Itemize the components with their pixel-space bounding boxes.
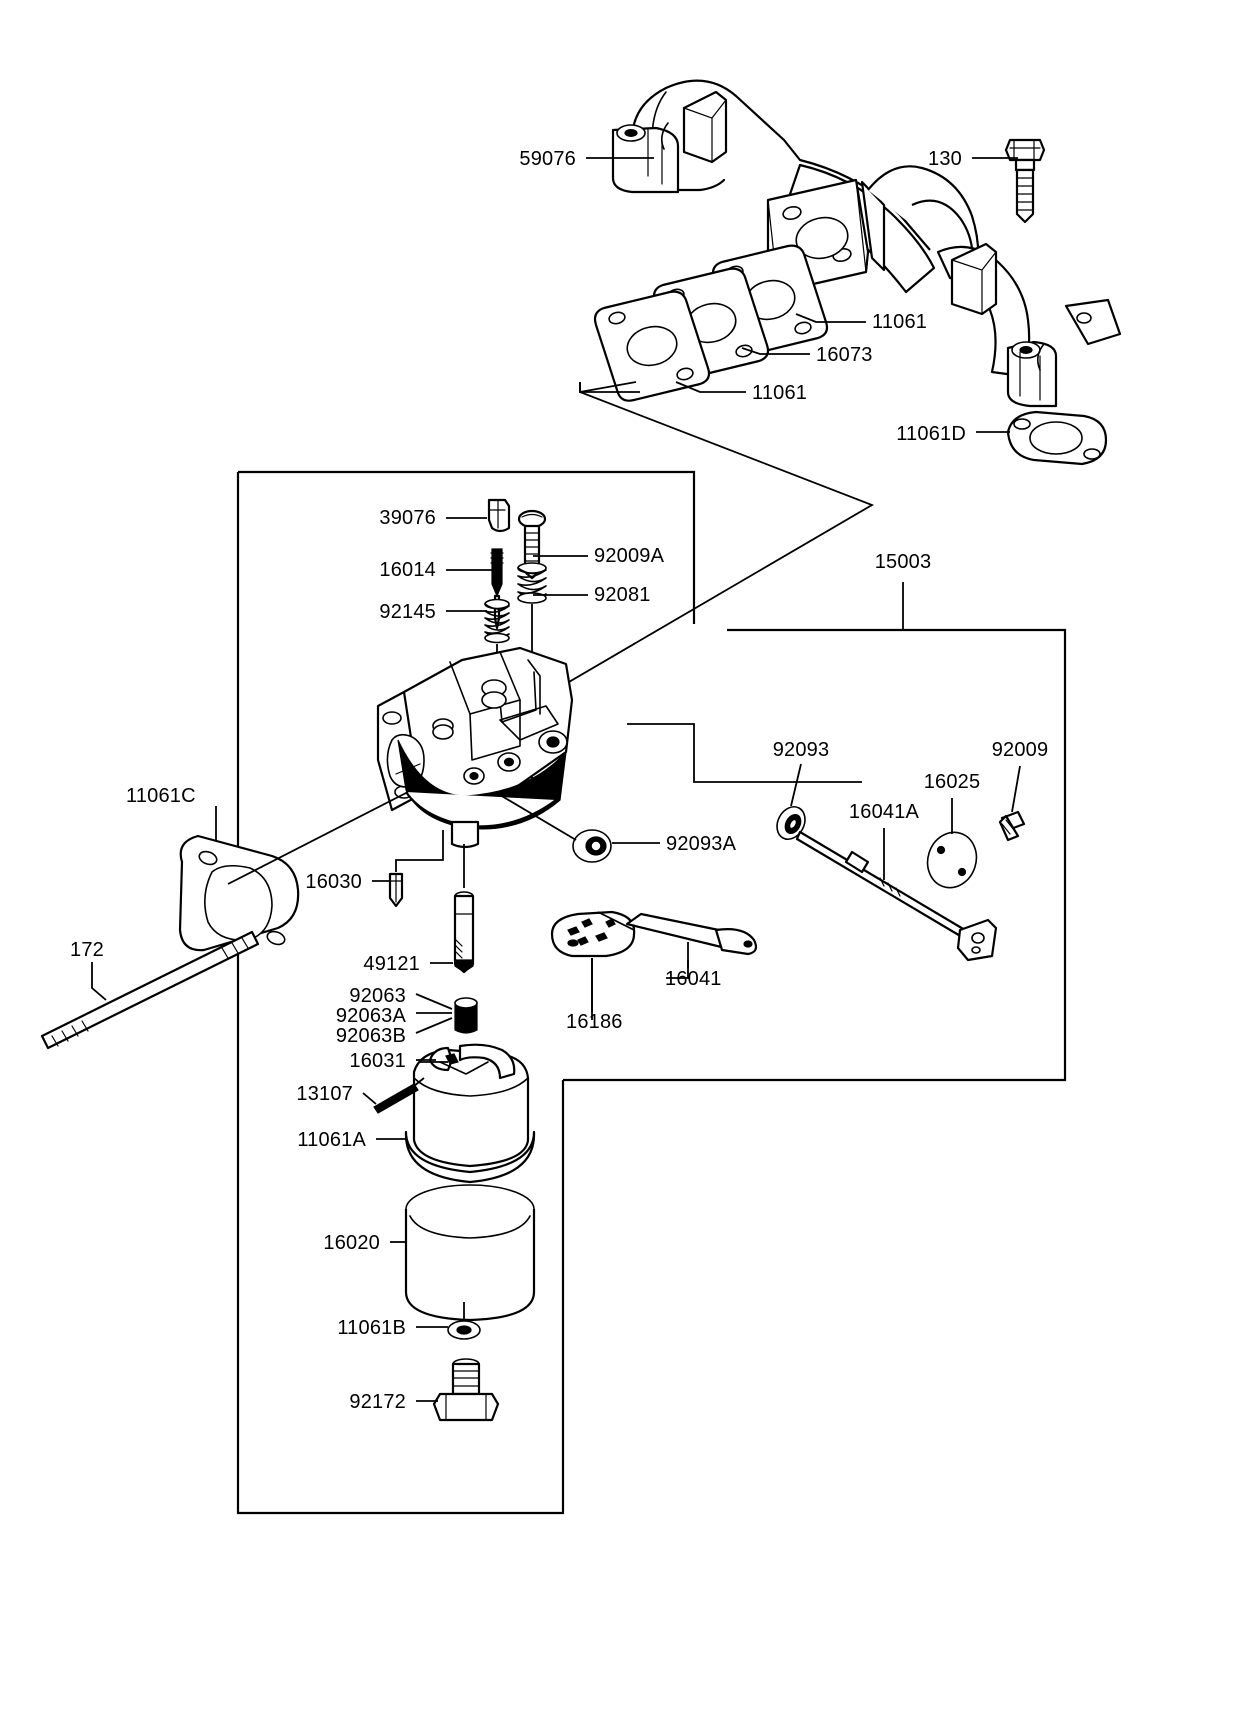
part-label-16030: 16030 <box>305 871 362 893</box>
part-label-11061-lower: 11061 <box>752 382 808 404</box>
bushing-92093A-art <box>494 791 612 863</box>
intake-manifold-art <box>593 79 1122 466</box>
bolt-92172-art <box>432 1358 500 1422</box>
part-label-92093A: 92093A <box>666 833 737 855</box>
part-label-172: 172 <box>70 939 104 961</box>
gasket-16186-art <box>550 910 636 1012</box>
part-label-92063A: 92063A <box>335 1005 406 1027</box>
jet-49121-art <box>453 844 475 974</box>
part-label-16014: 16014 <box>379 559 436 581</box>
rod-172-art <box>40 930 260 1050</box>
choke-shaft-16041-art <box>597 911 758 968</box>
part-label-16073: 16073 <box>816 344 873 366</box>
washer-11061B-art <box>447 1302 481 1340</box>
part-label-16025: 16025 <box>923 771 981 793</box>
gasket-11061C-art <box>178 834 300 952</box>
carb-body-art <box>376 646 574 849</box>
spring-92145-art <box>484 598 510 644</box>
gasket-stack <box>593 244 829 402</box>
jets-92063-art <box>454 997 478 1034</box>
part-label-13107: 13107 <box>296 1083 353 1105</box>
float-16031-art <box>412 1043 530 1168</box>
part-label-16041A: 16041A <box>848 801 920 823</box>
part-label-11061D: 11061D <box>896 423 966 445</box>
bolt-130-art <box>1004 138 1046 224</box>
part-label-92145: 92145 <box>379 601 436 623</box>
part-label-92172: 92172 <box>349 1391 406 1413</box>
pin-13107-art <box>373 1077 425 1114</box>
part-label-11061-upper: 11061 <box>872 311 928 333</box>
screw-92009-art <box>998 765 1026 842</box>
part-label-92093: 92093 <box>772 739 830 761</box>
part-label-16186: 16186 <box>566 1011 623 1033</box>
part-label-92063: 92063 <box>349 985 406 1007</box>
throttle-shaft-art <box>776 763 1026 962</box>
carburetor-art <box>40 498 758 1422</box>
part-label-92009A: 92009A <box>594 545 665 567</box>
part-label-59076: 59076 <box>519 148 576 170</box>
spring-92081-art <box>517 562 547 604</box>
bowl-16020-art <box>404 1184 536 1322</box>
plug-16030-art <box>388 830 444 908</box>
part-label-16020: 16020 <box>323 1232 380 1254</box>
oring-11061A-art <box>404 1130 536 1184</box>
part-label-16031: 16031 <box>349 1050 406 1072</box>
part-label-39076: 39076 <box>379 507 436 529</box>
part-label-92081: 92081 <box>594 584 651 606</box>
part-label-16041: 16041 <box>665 968 722 990</box>
part-label-49121: 49121 <box>363 953 420 975</box>
part-label-11061B: 11061B <box>337 1317 406 1339</box>
part-label-92063B: 92063B <box>335 1025 406 1047</box>
part-label-92009: 92009 <box>991 739 1049 761</box>
part-label-11061C: 11061C <box>126 785 196 807</box>
part-label-11061A: 11061A <box>297 1129 366 1151</box>
part-label-15003: 15003 <box>874 551 932 573</box>
part-label-130: 130 <box>928 148 962 170</box>
